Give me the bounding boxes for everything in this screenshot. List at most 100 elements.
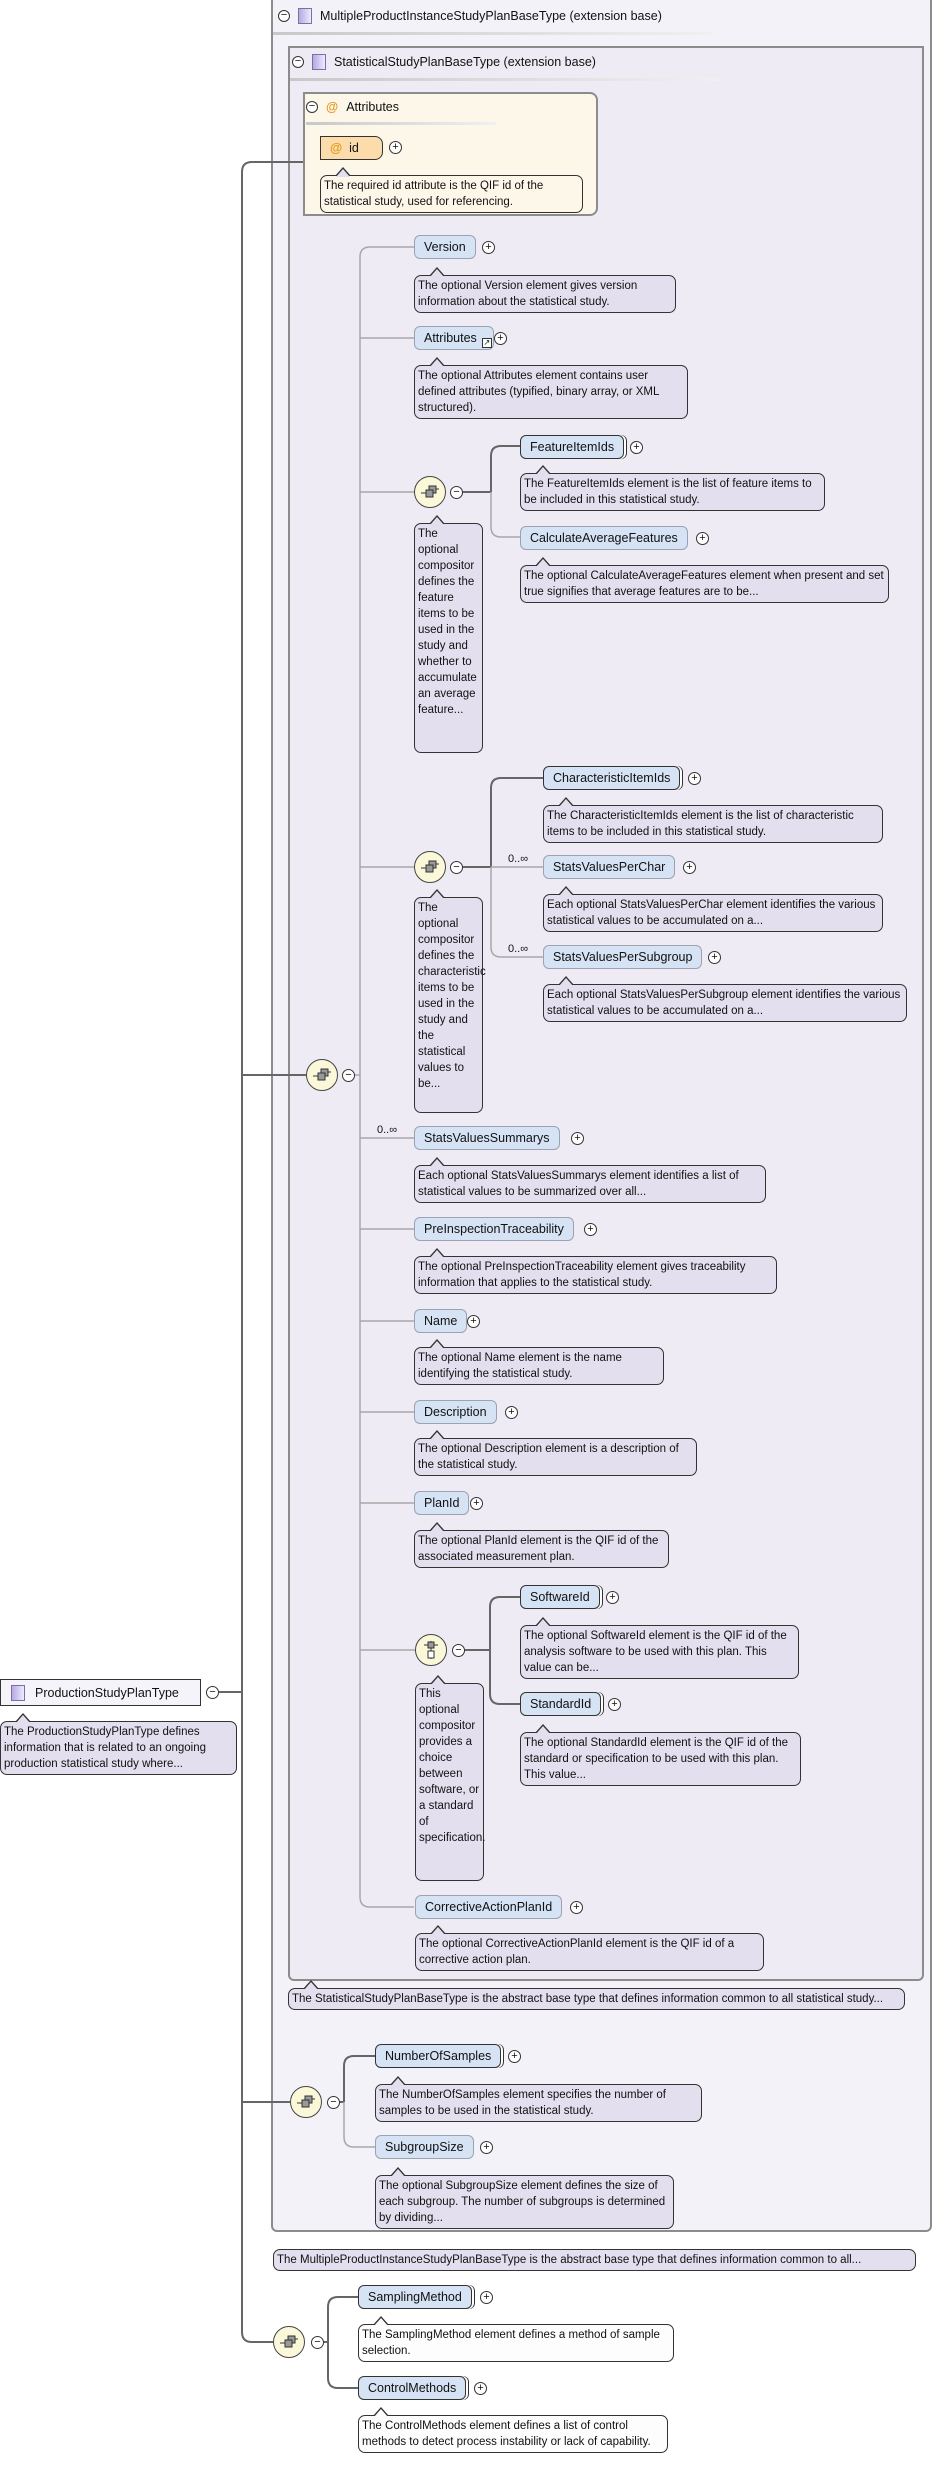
complex-type-icon [312,54,326,70]
expand-icon[interactable]: + [683,861,696,874]
expand-icon[interactable]: + [470,1497,483,1510]
collapse-icon[interactable]: − [292,56,304,68]
sequence-compositor-icon[interactable] [273,2326,305,2358]
element-preinspectiontraceability[interactable]: PreInspectionTraceability [414,1217,574,1241]
root-type-box[interactable]: ProductionStudyPlanType [0,1679,201,1706]
complex-type-icon [298,8,312,24]
collapse-icon[interactable]: − [450,486,463,499]
expand-icon[interactable]: + [688,772,701,785]
element-doc: The CharacteristicItemIds element is the… [543,797,883,843]
element-doc: The optional StandardId element is the Q… [520,1724,801,1786]
expand-icon[interactable]: + [482,241,495,254]
root-type-doc: The ProductionStudyPlanType defines info… [0,1713,237,1775]
outer-extension-header: − MultipleProductInstanceStudyPlanBaseTy… [278,8,662,24]
element-doc: The FeatureItemIds element is the list o… [520,465,825,511]
multiplicity: 0..∞ [508,853,529,865]
sequence-compositor-icon[interactable] [414,476,446,508]
expand-icon[interactable]: + [474,2382,487,2395]
element-doc: Each optional StatsValuesPerSubgroup ele… [543,976,907,1022]
collapse-icon[interactable]: − [327,2096,340,2109]
attribute-id-label: id [349,141,359,155]
element-calculateaveragefeatures[interactable]: CalculateAverageFeatures [520,526,688,550]
root-type-label: ProductionStudyPlanType [35,1685,179,1700]
element-doc: The optional PlanId element is the QIF i… [414,1522,669,1568]
element-statsvaluesperchar[interactable]: StatsValuesPerChar [543,855,676,879]
attribute-icon: @ [326,100,339,114]
element-samplingmethod[interactable]: SamplingMethod [358,2285,472,2309]
collapse-icon[interactable]: − [306,101,318,113]
element-doc: The optional SoftwareId element is the Q… [520,1617,799,1679]
sequence-compositor-icon[interactable] [306,1059,338,1091]
divider [290,78,720,81]
element-subgroupsize[interactable]: SubgroupSize [375,2135,474,2159]
element-numberofsamples[interactable]: NumberOfSamples [375,2044,502,2068]
expand-icon[interactable]: + [584,1223,597,1236]
element-description[interactable]: Description [414,1400,497,1424]
expand-icon[interactable]: + [606,1591,619,1604]
element-doc: The optional CalculateAverageFeatures el… [520,557,889,603]
element-doc: The optional Name element is the name id… [414,1339,664,1385]
expand-icon[interactable]: + [480,2141,493,2154]
collapse-icon[interactable]: − [311,2336,324,2349]
divider [306,122,496,125]
expand-icon[interactable]: + [480,2291,493,2304]
element-doc: The optional Version element gives versi… [414,267,676,313]
expand-icon[interactable]: + [570,1901,583,1914]
element-planid[interactable]: PlanId [414,1491,470,1515]
element-doc: The optional PreInspectionTraceability e… [414,1248,777,1294]
sequence-compositor-icon[interactable] [290,2086,322,2118]
expand-icon[interactable]: + [508,2050,521,2063]
compositor-doc: The optional compositor defines the char… [414,889,486,1113]
expand-icon[interactable]: + [505,1406,518,1419]
inner-extension-header: − StatisticalStudyPlanBaseType (extensio… [292,54,596,70]
complex-type-icon [11,1684,25,1701]
element-controlmethods[interactable]: ControlMethods [358,2376,467,2400]
expand-icon[interactable]: + [467,1315,480,1328]
element-attributes[interactable]: Attributes ↗ [414,326,494,350]
compositor-doc: This optional compositor provides a choi… [415,1675,485,1881]
divider [273,32,713,35]
inner-extension-label: StatisticalStudyPlanBaseType (extension … [334,55,596,69]
expand-icon[interactable]: + [608,1698,621,1711]
element-correctiveactionplanid[interactable]: CorrectiveActionPlanId [415,1895,563,1919]
element-softwareid[interactable]: SoftwareId [520,1585,600,1609]
collapse-icon[interactable]: − [206,1686,219,1699]
element-standardid[interactable]: StandardId [520,1692,602,1716]
expand-icon[interactable]: + [696,532,709,545]
compositor-doc: The optional compositor defines the feat… [414,515,483,753]
multiplicity: 0..∞ [508,943,529,955]
element-version[interactable]: Version [414,235,476,259]
element-doc: The optional Attributes element contains… [414,357,688,419]
element-doc: The NumberOfSamples element specifies th… [375,2076,702,2122]
element-name[interactable]: Name [414,1309,468,1333]
element-statsvaluespersubgroup[interactable]: StatsValuesPerSubgroup [543,945,703,969]
collapse-icon[interactable]: − [278,10,290,22]
expand-icon[interactable]: + [630,441,643,454]
attribute-id[interactable]: @ id [320,136,383,160]
expand-icon[interactable]: + [494,332,507,345]
outer-extension-label: MultipleProductInstanceStudyPlanBaseType… [320,9,662,23]
element-doc: Each optional StatsValuesSummarys elemen… [414,1157,766,1203]
attribute-id-doc: The required id attribute is the QIF id … [320,167,583,213]
element-featureitemids[interactable]: FeatureItemIds [520,435,625,459]
collapse-icon[interactable]: − [342,1069,355,1082]
choice-compositor-icon[interactable] [415,1634,447,1666]
expand-icon[interactable]: + [708,951,721,964]
element-doc: The ControlMethods element defines a lis… [358,2407,668,2453]
outer-extension-doc: The MultipleProductInstanceStudyPlanBase… [273,2249,916,2271]
element-doc: The optional CorrectiveActionPlanId elem… [415,1925,764,1971]
attributes-label: Attributes [346,100,400,114]
element-doc: The SamplingMethod element defines a met… [358,2316,674,2362]
element-label: Attributes [424,331,477,345]
multiplicity: 0..∞ [377,1124,398,1136]
collapse-icon[interactable]: − [450,861,463,874]
expand-icon[interactable]: + [571,1132,584,1145]
element-characteristicitemids[interactable]: CharacteristicItemIds [543,766,681,790]
reference-link-icon: ↗ [481,338,492,348]
sequence-compositor-icon[interactable] [414,851,446,883]
collapse-icon[interactable]: − [452,1644,465,1657]
expand-icon[interactable]: + [389,141,402,154]
element-doc: The optional SubgroupSize element define… [375,2167,674,2229]
element-statsvaluessummarys[interactable]: StatsValuesSummarys [414,1126,560,1150]
